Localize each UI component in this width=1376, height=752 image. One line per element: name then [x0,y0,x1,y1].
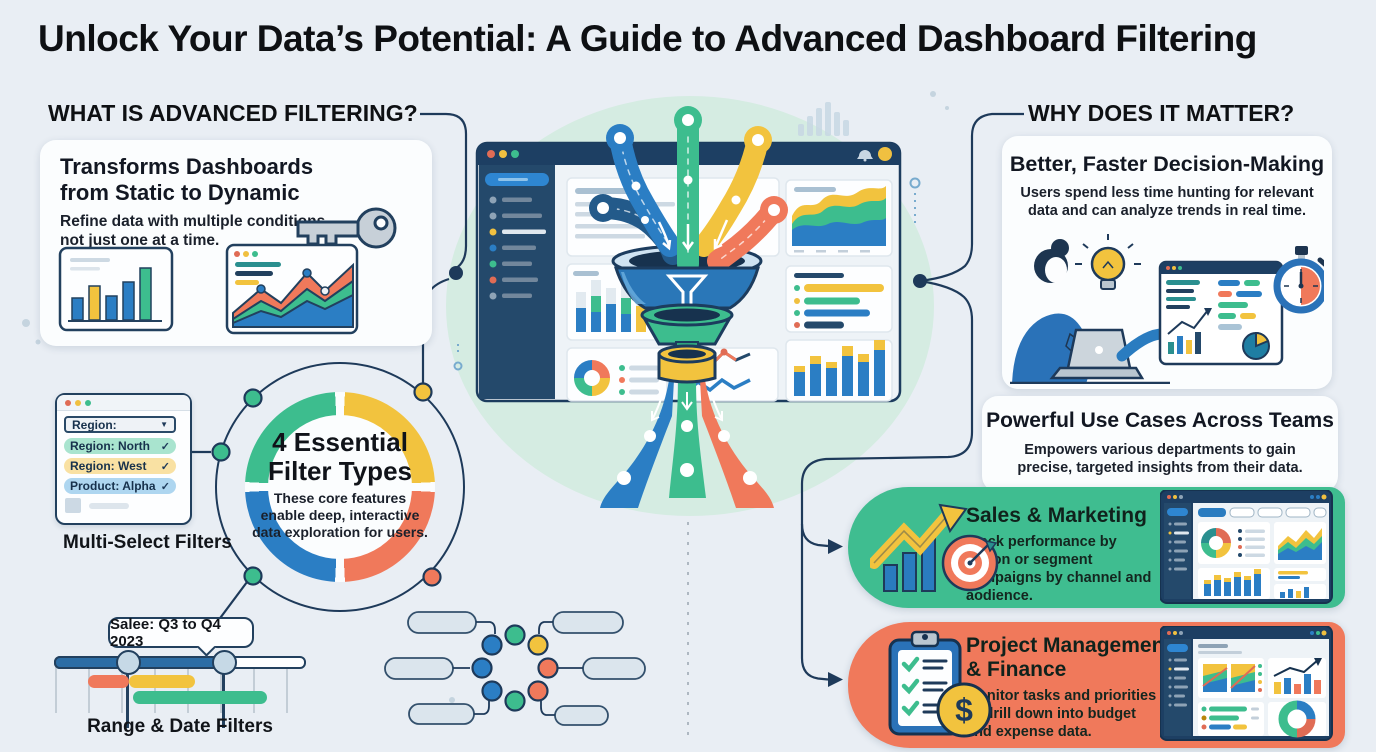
usecases-card-title: Powerful Use Cases Across Teams [986,409,1334,432]
page-title: Unlock Your Data’s Potential: A Guide to… [38,18,1257,59]
usecases-card-desc: Empowers various departments to gain pre… [1017,442,1303,477]
gantt-bar-yellow [129,675,195,688]
transforms-card-title: Transforms Dashboards from Static to Dyn… [60,154,314,206]
tick [55,667,57,713]
window-minimize-icon [499,150,507,158]
right-section-heading: WHY DOES IT MATTER? [1028,100,1295,126]
gantt-bar-green [133,691,267,704]
lightbulb-icon [1075,234,1141,290]
dropdown-arrow-icon: ▼ [160,420,168,429]
mini-dashboard-window [1158,260,1284,366]
dollar-coin-icon: $ [936,682,992,738]
filter-option-label: Region: West [70,459,147,473]
right-connector-lines [800,112,1024,681]
pm-card-desc: Monitor tasks and priorities or drill do… [966,688,1157,740]
pipe-end-nodes [589,106,788,224]
check-icon: ✓ [160,460,170,473]
sales-card-desc: Track performance by region or segment c… [966,534,1152,604]
central-dashboard-illustration [475,106,902,508]
window-titlebar [57,395,190,411]
decision-card-title: Better, Faster Decision-Making [1009,152,1325,176]
range-tooltip: Salee: Q3 to Q4 2023 [108,616,254,650]
filter-option-region-north[interactable]: Region: North ✓ [64,438,176,454]
usecases-card: Powerful Use Cases Across Teams Empowers… [982,396,1338,492]
window-minimize-icon [75,400,81,406]
donut-outer-circle [215,362,465,612]
connector-node [449,266,463,280]
donut-ring-nodes [211,382,442,587]
tick [220,667,222,713]
donut-desc: These core features enable deep, interac… [252,490,428,541]
pm-card-title: Project Management & Finance [966,634,1172,682]
outflow-pipes [600,378,774,508]
donut-title: 4 Essential Filter Types [267,427,412,486]
decorative-marks [453,177,921,371]
multi-select-filter-window: Region: ▼ Region: North ✓ Region: West ✓… [55,393,192,525]
range-handle-end[interactable] [212,650,237,675]
arrow-icon [828,672,843,687]
clipboard-finance-icon: $ [888,630,992,738]
window-maximize-icon [85,400,91,406]
filter-option-label: Product: Alpha [70,479,156,493]
pie-chart-icon [1242,331,1270,360]
sales-mini-dashboard [1160,490,1333,604]
gantt-bar-orange [88,675,129,688]
placeholder-checkbox [65,498,81,513]
funnel-body [613,266,760,310]
range-handle-start[interactable] [116,650,141,675]
tick [88,667,90,713]
transforms-card-desc: Refine data with multiple conditions, no… [60,213,330,250]
donut-text: 4 Essential Filter Types These core feat… [248,428,432,548]
bell-icon [857,150,873,162]
tick [286,667,288,713]
multi-select-caption: Multi-Select Filters [63,532,232,553]
left-section-heading: WHAT IS ADVANCED FILTERING? [48,100,418,126]
connector-node [913,274,927,288]
area-chart-illustration [225,243,359,335]
region-dropdown-label: Region: [72,417,117,432]
watermark-bars [798,102,849,136]
decision-illustration [1010,234,1324,384]
tick [121,667,123,713]
check-icon: ✓ [160,440,170,453]
placeholder-line [89,503,129,509]
pm-mini-dashboard [1160,626,1333,741]
laptop-icon [1010,328,1170,384]
funnel-stage-yellow [657,344,717,384]
filter-option-product-alpha[interactable]: Product: Alpha ✓ [64,478,176,494]
avatar [878,147,892,161]
window-close-icon [65,400,71,406]
region-dropdown[interactable]: Region: ▼ [64,416,176,433]
growth-target-icon [870,503,999,592]
tick [154,667,156,713]
dollar-glyph: $ [955,692,973,728]
sales-card-title: Sales & Marketing [966,504,1147,527]
key-icon [296,207,397,249]
dashboard-sidebar [479,165,555,399]
filter-option-region-west[interactable]: Region: West ✓ [64,458,176,474]
window-maximize-icon [511,150,519,158]
pm-finance-card: Project Management & Finance Monitor tas… [848,622,1345,748]
check-icon: ✓ [160,480,170,493]
handle-stem [126,668,129,728]
funnel-highlight [621,272,646,304]
sales-marketing-card: Sales & Marketing Track performance by r… [848,487,1345,608]
donut-center [268,415,412,559]
range-slider-fill [54,656,229,669]
bar-chart-illustration [58,246,174,332]
decision-card-desc: Users spend less time hunting for releva… [1020,185,1314,220]
filter-option-label: Region: North [70,439,150,453]
flow-arrows [657,219,729,252]
arrow-icon [828,539,843,554]
target-icon [941,534,999,592]
range-caption: Range & Date Filters [87,716,273,737]
tick [253,667,255,713]
stopwatch-icon [1273,246,1324,314]
transforms-card: Transforms Dashboards from Static to Dyn… [40,140,432,346]
tick [187,667,189,713]
node-ring-diagram [384,611,646,726]
window-close-icon [487,150,495,158]
decision-card: Better, Faster Decision-Making Users spe… [1002,136,1332,389]
